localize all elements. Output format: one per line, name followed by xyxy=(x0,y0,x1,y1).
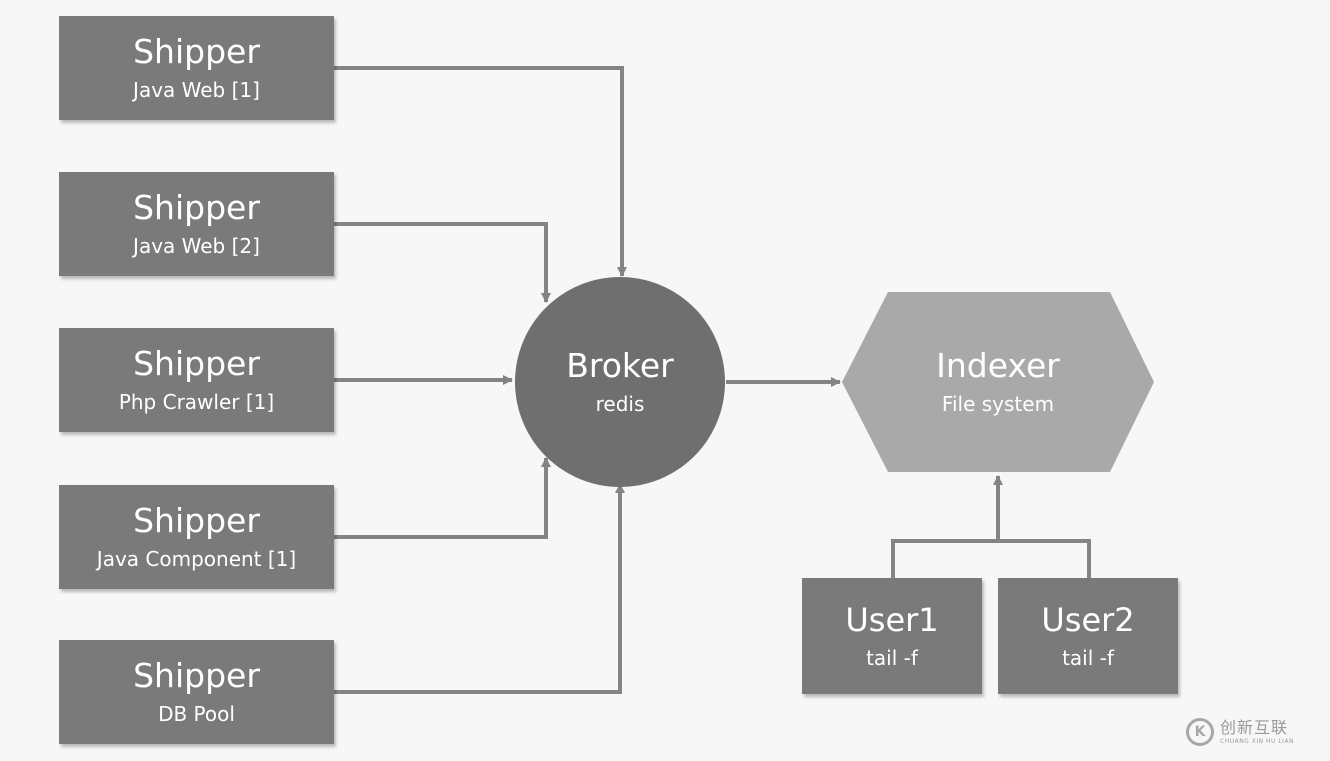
user-subtitle: tail -f xyxy=(1062,646,1114,670)
indexer-title: Indexer xyxy=(936,346,1060,385)
user1-node: User1 tail -f xyxy=(802,578,982,694)
arrow-shipper-2-to-broker xyxy=(334,222,551,303)
broker-subtitle: redis xyxy=(595,392,645,416)
shipper-php-crawler-1: Shipper Php Crawler [1] xyxy=(59,328,334,432)
shipper-title: Shipper xyxy=(133,344,260,383)
shipper-java-web-1: Shipper Java Web [1] xyxy=(59,16,334,120)
arrow-shipper-5-to-broker xyxy=(334,483,625,694)
shipper-subtitle: Java Component [1] xyxy=(96,547,297,571)
user2-node: User2 tail -f xyxy=(998,578,1178,694)
arrow-shipper-4-to-broker xyxy=(334,457,551,539)
indexer-node xyxy=(842,292,1154,472)
user-title: User2 xyxy=(1041,601,1135,639)
watermark-main-text: 创新互联 xyxy=(1220,717,1289,737)
indexer-subtitle: File system xyxy=(941,392,1055,416)
shipper-java-web-2: Shipper Java Web [2] xyxy=(59,172,334,276)
user-title: User1 xyxy=(845,601,939,639)
connector-users-bracket xyxy=(891,539,1091,578)
watermark-logo-icon: K xyxy=(1186,718,1214,746)
shipper-java-component-1: Shipper Java Component [1] xyxy=(59,485,334,589)
indexer-label: Indexer File system xyxy=(842,292,1154,472)
shipper-title: Shipper xyxy=(133,32,260,71)
arrow-shipper-1-to-broker xyxy=(334,66,627,277)
shipper-db-pool: Shipper DB Pool xyxy=(59,640,334,744)
shipper-title: Shipper xyxy=(133,656,260,695)
watermark: K 创新互联 CHUANG XIN HU LIAN xyxy=(1186,712,1326,752)
broker-label: Broker redis xyxy=(515,277,725,487)
user-subtitle: tail -f xyxy=(866,646,918,670)
shipper-subtitle: Php Crawler [1] xyxy=(118,390,275,414)
shipper-title: Shipper xyxy=(133,188,260,227)
shipper-title: Shipper xyxy=(133,501,260,540)
shipper-subtitle: Java Web [2] xyxy=(133,234,260,258)
shipper-subtitle: DB Pool xyxy=(158,702,235,726)
broker-title: Broker xyxy=(566,346,674,385)
broker-node xyxy=(515,277,725,487)
watermark-small-text: CHUANG XIN HU LIAN xyxy=(1220,737,1295,745)
watermark-text: 创新互联 CHUANG XIN HU LIAN xyxy=(1220,717,1295,745)
shipper-subtitle: Java Web [1] xyxy=(133,78,260,102)
